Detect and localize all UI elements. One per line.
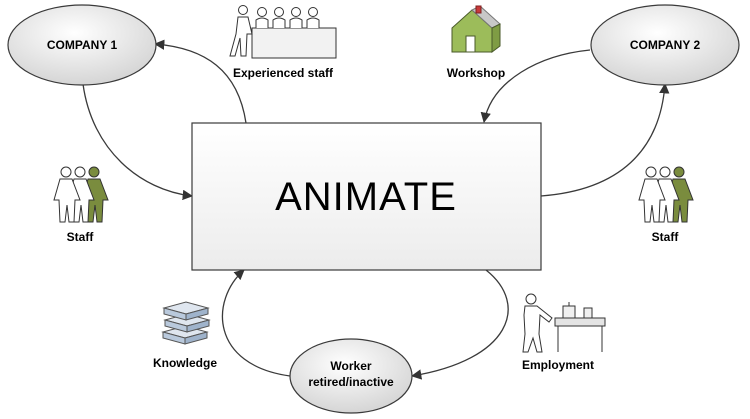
people-group-icon [638, 166, 694, 223]
people-group-icon [53, 166, 109, 223]
staff-left-caption: Staff [67, 230, 95, 244]
node-company-2: COMPANY 2 [590, 4, 740, 86]
worker-at-machine-icon [522, 293, 606, 353]
worker-label-line1: Worker [330, 359, 371, 373]
arrow-animate-to-worker [410, 269, 509, 380]
company-1-label: COMPANY 1 [47, 38, 118, 52]
node-animate: ANIMATE [191, 122, 542, 271]
arrow-company1-to-animate [82, 83, 194, 201]
animate-label: ANIMATE [275, 175, 457, 219]
stack-of-books-icon [161, 301, 211, 345]
seated-group-icon [229, 5, 337, 59]
arrow-animate-to-company2 [540, 82, 670, 197]
worker-label-line2: retired/inactive [308, 375, 394, 389]
node-company-1: COMPANY 1 [7, 4, 157, 86]
staff-right-caption: Staff [652, 230, 680, 244]
company-2-label: COMPANY 2 [630, 38, 701, 52]
experienced-staff-caption: Experienced staff [233, 66, 334, 80]
arrow-worker-to-animate [221, 269, 291, 377]
node-worker: Worker retired/inactive [289, 338, 413, 414]
knowledge-caption: Knowledge [153, 356, 217, 370]
arrow-animate-to-company1 [153, 39, 247, 124]
employment-caption: Employment [522, 358, 594, 372]
workshop-caption: Workshop [447, 66, 505, 80]
house-icon [451, 5, 501, 53]
arrow-company2-to-animate [480, 49, 591, 124]
